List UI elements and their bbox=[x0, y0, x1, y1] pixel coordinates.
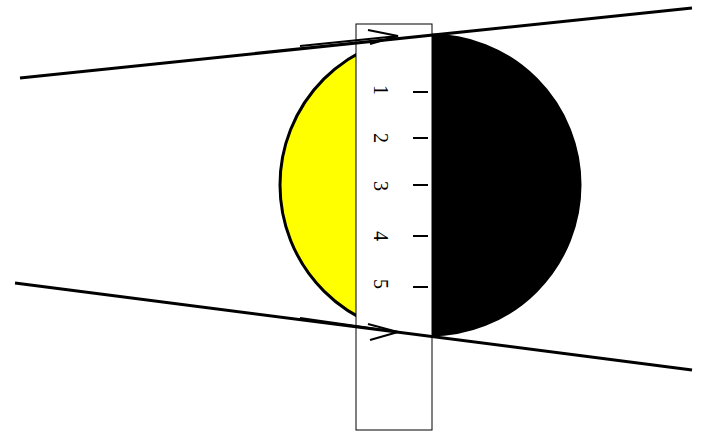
ruler-number: 1 bbox=[371, 85, 391, 95]
dark-half bbox=[430, 35, 580, 335]
ruler-number: 4 bbox=[371, 231, 391, 241]
arrow-mark bbox=[368, 30, 398, 44]
pointer-mark bbox=[300, 318, 398, 332]
ruler bbox=[356, 24, 432, 430]
sight-line bbox=[15, 283, 692, 370]
arrow-mark bbox=[368, 324, 398, 340]
ruler-number: 5 bbox=[371, 279, 391, 289]
ruler-number: 2 bbox=[371, 133, 391, 143]
ruler-number: 3 bbox=[371, 181, 391, 191]
sight-line bbox=[20, 8, 692, 78]
ruler-ticks bbox=[413, 92, 428, 287]
